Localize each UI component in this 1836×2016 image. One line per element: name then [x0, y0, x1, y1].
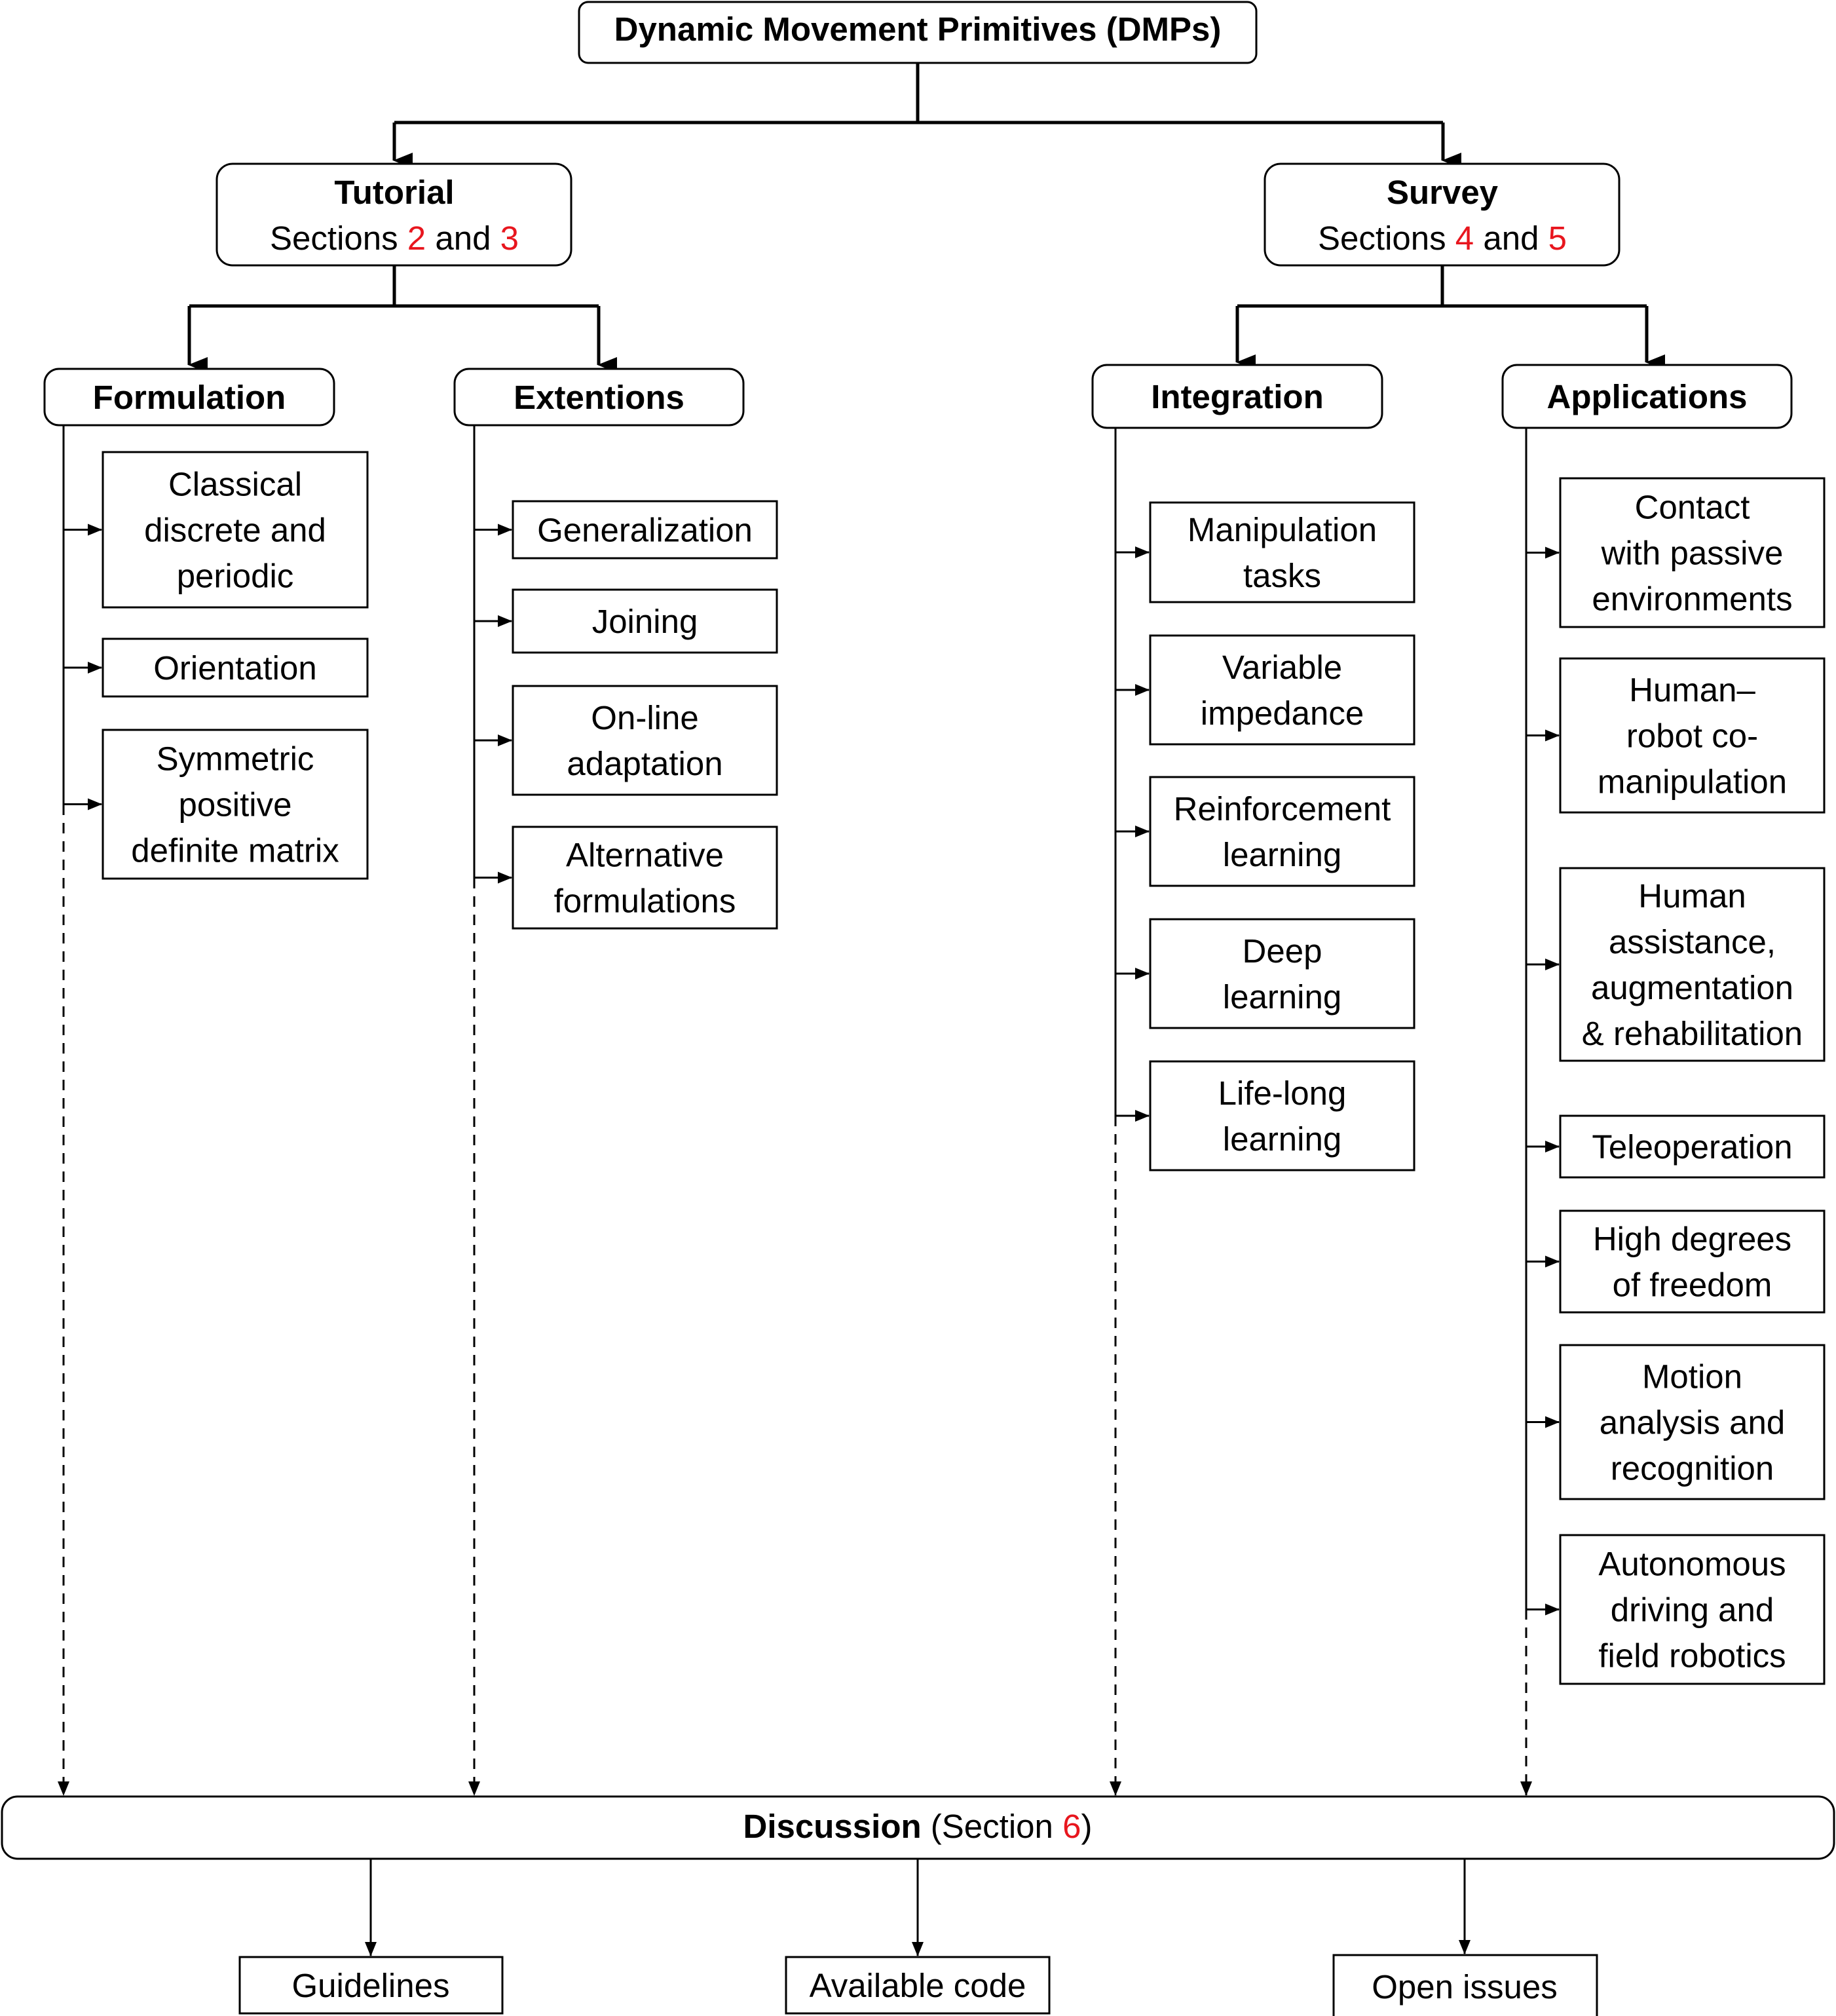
applications-item: High degrees of freedom: [1526, 1209, 1826, 1314]
extentions-item: Alternative formulations: [474, 826, 778, 930]
applications-item-label: recognition: [1611, 1450, 1774, 1487]
applications-item-label: augmentation: [1591, 969, 1793, 1006]
formulation-item-label: Symmetric: [157, 740, 314, 778]
integration-item-label: impedance: [1201, 694, 1364, 732]
applications-item: Human assistance, augmentation & rehabilita…: [1526, 867, 1826, 1062]
branch-connectors: [187, 265, 1665, 373]
applications-item-label: Human: [1638, 877, 1746, 915]
discussion-node: Discussion (Section 6): [1, 1795, 1835, 1860]
formulation-item-label: periodic: [177, 558, 294, 595]
title-label: Dynamic Movement Primitives (DMPs): [614, 10, 1222, 48]
formulation-item-label: positive: [179, 786, 292, 824]
applications-item: Human– robot co-manipulation: [1526, 657, 1826, 814]
tutorial-heading: Tutorial: [334, 174, 454, 211]
extentions-item-label: formulations: [554, 883, 736, 920]
applications-item-label: analysis and: [1600, 1404, 1786, 1441]
integration-heading: Integration: [1151, 378, 1324, 415]
formulation-item-label: discrete and: [144, 512, 326, 549]
survey-sections: Sections 4 and 5: [1318, 219, 1567, 257]
applications-item: Contact with passive environments: [1526, 477, 1826, 628]
available-code-node: Available code: [785, 1859, 1051, 2015]
applications-item-label: High degrees: [1593, 1221, 1791, 1258]
integration-item-label: Variable: [1222, 649, 1342, 686]
extentions-item-label: adaptation: [567, 745, 722, 782]
extentions-item: Generalization: [474, 500, 778, 560]
formulation-item-label: Classical: [168, 466, 302, 503]
integration-item-label: Life-long: [1218, 1075, 1347, 1112]
integration-node: Integration: [1091, 364, 1383, 429]
extentions-item-label: Alternative: [566, 837, 724, 874]
integration-item-label: Reinforcement: [1174, 790, 1391, 827]
open-issues-label: Open issues: [1372, 1968, 1558, 2006]
applications-heading: Applications: [1546, 378, 1747, 415]
formulation-node: Formulation: [43, 368, 335, 427]
applications-item: Autonomous driving and field robotics: [1526, 1534, 1826, 1685]
integration-item-label: tasks: [1243, 557, 1321, 594]
tutorial-node: Tutorial Sections 2 and 3: [215, 162, 572, 267]
applications-item-label: field robotics: [1598, 1637, 1786, 1675]
integration-item-label: Deep: [1243, 932, 1322, 970]
applications-item-label: Contact: [1635, 489, 1750, 526]
applications-item-label: Teleoperation: [1592, 1128, 1792, 1166]
applications-item-label: Motion: [1642, 1358, 1742, 1396]
integration-item: Variable impedance: [1115, 634, 1415, 746]
applications-node: Applications: [1501, 364, 1793, 429]
integration-item-label: learning: [1223, 836, 1341, 873]
integration-item-label: Manipulation: [1188, 511, 1377, 548]
extentions-node: Extentions: [453, 368, 745, 427]
title-node: Dynamic Movement Primitives (DMPs): [578, 1, 1258, 64]
extentions-item: Joining: [474, 588, 778, 654]
applications-item-label: with passive: [1601, 535, 1784, 572]
integration-item: Manipulation tasks: [1115, 501, 1415, 603]
formulation-item-label: Orientation: [153, 649, 316, 687]
available-code-label: Available code: [810, 1967, 1026, 2004]
discussion-ref-6: 6: [1062, 1808, 1081, 1845]
integration-item-label: learning: [1223, 1120, 1341, 1158]
tutorial-ref-3: 3: [500, 219, 519, 257]
integration-item: Deep learning: [1115, 918, 1415, 1029]
extentions-item: On-line adaptation: [474, 685, 778, 796]
applications-item-label: & rehabilitation: [1582, 1015, 1803, 1052]
guidelines-node: Guidelines: [238, 1859, 504, 2015]
applications-item-label: driving and: [1611, 1591, 1774, 1629]
integration-item-label: learning: [1223, 978, 1341, 1016]
extentions-heading: Extentions: [514, 379, 684, 416]
extentions-item-label: On-line: [591, 699, 698, 736]
survey-node: Survey Sections 4 and 5: [1264, 162, 1621, 267]
formulation-item: Symmetric positive definite matrix: [64, 729, 369, 880]
formulation-item-label: definite matrix: [131, 832, 339, 869]
extentions-item-label: Joining: [592, 603, 698, 640]
integration-item: Life-long learning: [1115, 1060, 1415, 1171]
survey-ref-5: 5: [1548, 219, 1567, 257]
discussion-label: Discussion (Section 6): [743, 1808, 1093, 1845]
applications-item-label: manipulation: [1598, 763, 1787, 801]
applications-item: Teleoperation: [1526, 1114, 1826, 1179]
formulation-item: Classical discrete and periodic: [64, 451, 369, 609]
applications-item: Motion analysis and recognition: [1526, 1344, 1826, 1500]
title-connectors: [392, 63, 1461, 168]
survey-ref-4: 4: [1455, 219, 1474, 257]
applications-item-label: Autonomous: [1598, 1546, 1786, 1583]
tutorial-sections: Sections 2 and 3: [270, 219, 519, 257]
applications-item-label: assistance,: [1609, 923, 1776, 960]
guidelines-label: Guidelines: [292, 1967, 450, 2004]
applications-item-label: environments: [1592, 580, 1792, 618]
extentions-item-label: Generalization: [537, 512, 753, 549]
applications-item-label: Human–: [1629, 672, 1755, 709]
applications-item-label: of freedom: [1613, 1266, 1772, 1304]
formulation-heading: Formulation: [93, 379, 286, 416]
formulation-item: Orientation: [64, 637, 369, 698]
open-issues-node: Open issues: [1332, 1859, 1598, 2016]
discussion-heading: Discussion: [743, 1808, 922, 1845]
integration-item: Reinforcement learning: [1115, 776, 1415, 887]
tutorial-ref-2: 2: [407, 219, 426, 257]
survey-heading: Survey: [1387, 174, 1499, 211]
applications-item-label: robot co-: [1626, 717, 1758, 755]
